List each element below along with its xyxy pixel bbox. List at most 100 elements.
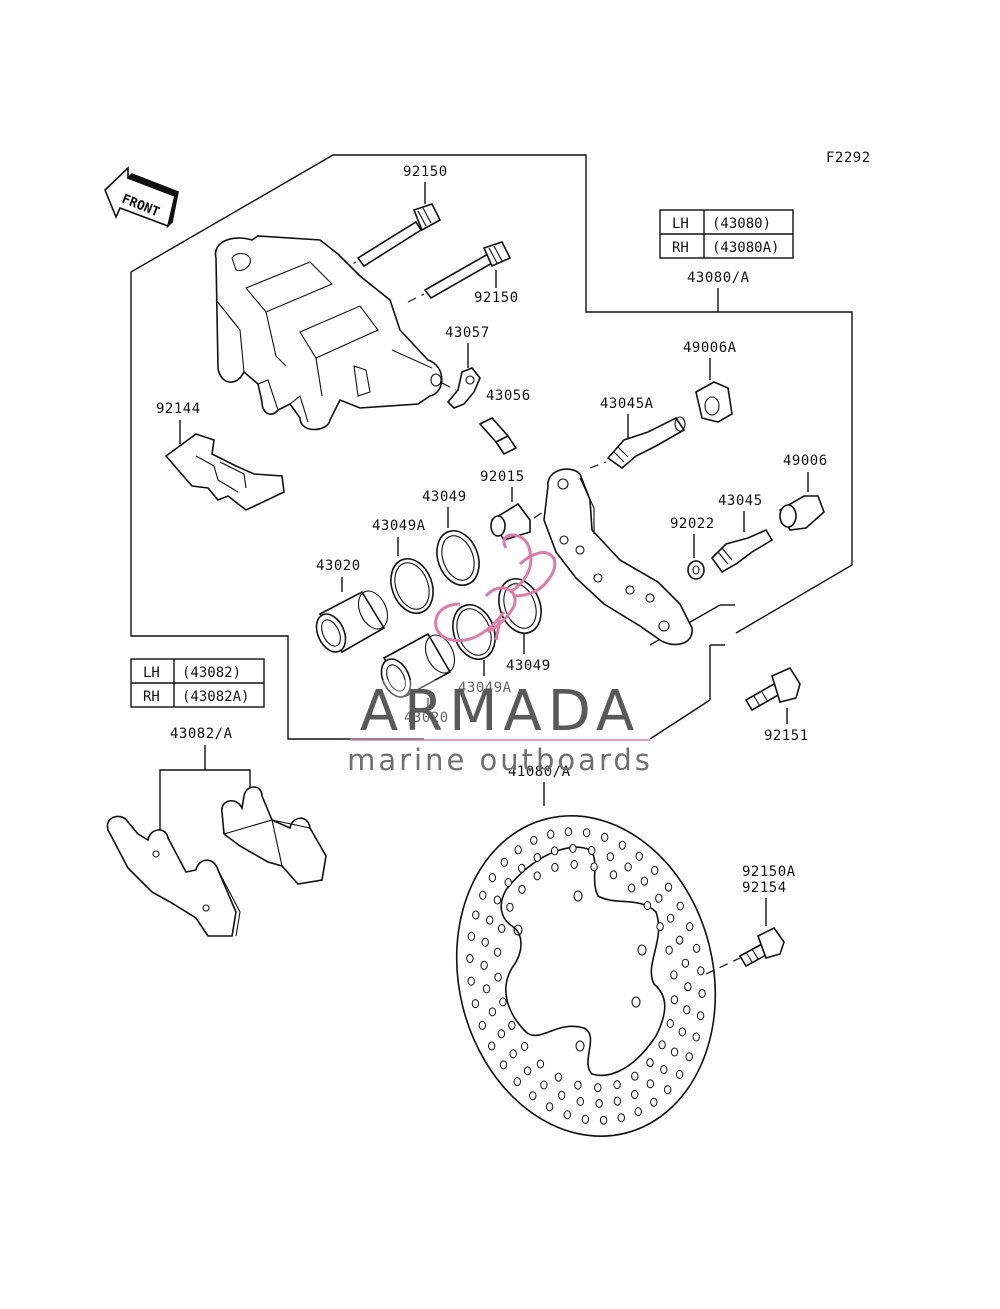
disc-vent-hole	[664, 1085, 672, 1095]
caliper-outline-main	[130, 154, 587, 740]
label-43049-top: 43049	[422, 489, 467, 505]
label-41080a: 41080/A	[508, 764, 571, 780]
figure-code: F2292	[826, 150, 871, 166]
disc-vent-hole	[678, 1027, 686, 1037]
disc-vent-hole	[554, 1072, 563, 1082]
disc-vent-hole	[558, 1090, 566, 1100]
label-49006a: 49006A	[683, 340, 737, 356]
brake-pad-left	[106, 815, 241, 937]
seal-43049a-top	[390, 558, 434, 614]
disc-vent-hole	[482, 984, 491, 994]
disc-vent-hole	[480, 960, 488, 970]
watermark-tagline: marine outboards	[347, 743, 653, 777]
caliper-side-table: LH (43080) RH (43080A)	[659, 209, 794, 259]
part-49006a-boot	[695, 381, 733, 423]
label-43020-top: 43020	[316, 558, 361, 574]
disc-vent-hole	[518, 884, 526, 894]
disc-vent-hole	[665, 945, 673, 955]
disc-vent-hole	[613, 1080, 621, 1090]
caliper-bracket	[543, 468, 693, 646]
part-43045a-pin	[606, 416, 686, 470]
label-92154: 92154	[742, 880, 787, 896]
piston-43020-bottom	[380, 632, 456, 698]
disc-vent-hole	[499, 997, 507, 1007]
disc-vent-hole	[656, 922, 664, 932]
disc-vent-hole	[488, 873, 497, 883]
label-43020-bottom: 43020	[404, 710, 449, 726]
disc-vent-hole	[509, 1049, 517, 1059]
disc-vent-hole	[681, 958, 690, 968]
pads-side-table: LH (43082) RH (43082A)	[130, 658, 265, 708]
part-43057-clip	[446, 367, 481, 409]
disc-vent-hole	[498, 924, 506, 933]
disc-vent-hole	[523, 1066, 532, 1076]
label-43049a-top: 43049A	[372, 518, 426, 534]
disc-vent-hole	[683, 1005, 691, 1015]
watermark: ARMADA marine outboards	[347, 533, 653, 777]
label-43056: 43056	[486, 388, 531, 404]
disc-vent-hole	[486, 915, 494, 925]
caliper-table-rh-part: (43080A)	[712, 240, 779, 256]
disc-vent-hole	[617, 1113, 625, 1123]
disc-vent-hole	[590, 862, 598, 872]
disc-vent-hole	[643, 901, 652, 911]
disc-vent-hole	[582, 828, 591, 838]
label-92015: 92015	[480, 469, 525, 485]
disc-vent-hole	[670, 970, 678, 980]
pads-table-rh-part: (43082A)	[182, 689, 249, 705]
disc-vent-hole	[658, 1040, 666, 1050]
disc-vent-hole	[547, 829, 555, 839]
disc-vent-hole	[651, 865, 659, 875]
pads-table-lh-part: (43082)	[182, 665, 241, 681]
disc-vent-hole	[624, 862, 632, 872]
label-92144: 92144	[156, 401, 201, 417]
disc-vent-hole	[635, 851, 643, 861]
disc-vent-hole	[631, 1090, 639, 1099]
disc-vent-hole	[488, 1041, 496, 1051]
caliper-table-lh-side: LH	[672, 216, 689, 232]
disc-vent-hole	[631, 1071, 639, 1081]
label-43082a: 43082/A	[170, 726, 233, 742]
disc-vent-hole	[618, 840, 627, 850]
watermark-butterfly-icon	[434, 533, 557, 643]
disc-vent-hole	[545, 1102, 554, 1112]
label-92151: 92151	[764, 728, 809, 744]
disc-vent-hole	[508, 1020, 516, 1030]
label-92022: 92022	[670, 516, 715, 532]
disc-vent-hole	[601, 832, 609, 842]
disc-vent-hole	[594, 1083, 602, 1093]
disc-vent-hole	[530, 835, 538, 845]
disc-vent-hole	[640, 876, 649, 886]
label-43080a: 43080/A	[687, 270, 750, 286]
disc-vent-hole	[606, 852, 614, 862]
disc-vent-hole	[540, 1080, 548, 1090]
label-92150a: 92150A	[742, 864, 796, 880]
disc-vent-hole	[529, 1091, 537, 1101]
disc-vent-hole	[666, 1019, 674, 1028]
label-43049a-bottom: 43049A	[458, 680, 512, 696]
part-92015-sleeve	[490, 502, 531, 541]
disc-vent-hole	[472, 910, 480, 920]
disc-vent-hole	[634, 1107, 642, 1117]
disc-vent-hole	[551, 862, 559, 872]
disc-vent-hole	[494, 972, 502, 982]
disc-vent-hole	[564, 827, 573, 837]
disc-vent-hole	[499, 1060, 508, 1070]
disc-vent-hole	[500, 857, 508, 867]
part-43045-pin	[710, 528, 774, 574]
watermark-brand: ARMADA	[360, 679, 640, 744]
disc-vent-hole	[576, 1097, 584, 1106]
disc-vent-hole	[570, 859, 578, 869]
disc-vent-hole	[676, 901, 684, 911]
disc-vent-hole	[664, 882, 673, 892]
disc-vent-hole	[493, 895, 502, 905]
disc-vent-hole	[655, 893, 663, 903]
disc-vent-hole	[481, 937, 489, 947]
disc-vent-hole	[513, 1077, 521, 1087]
bolt-92151	[744, 666, 801, 712]
label-49006: 49006	[783, 453, 828, 469]
pads-table-rh-side: RH	[143, 689, 160, 705]
part-49006-boot	[778, 495, 825, 531]
